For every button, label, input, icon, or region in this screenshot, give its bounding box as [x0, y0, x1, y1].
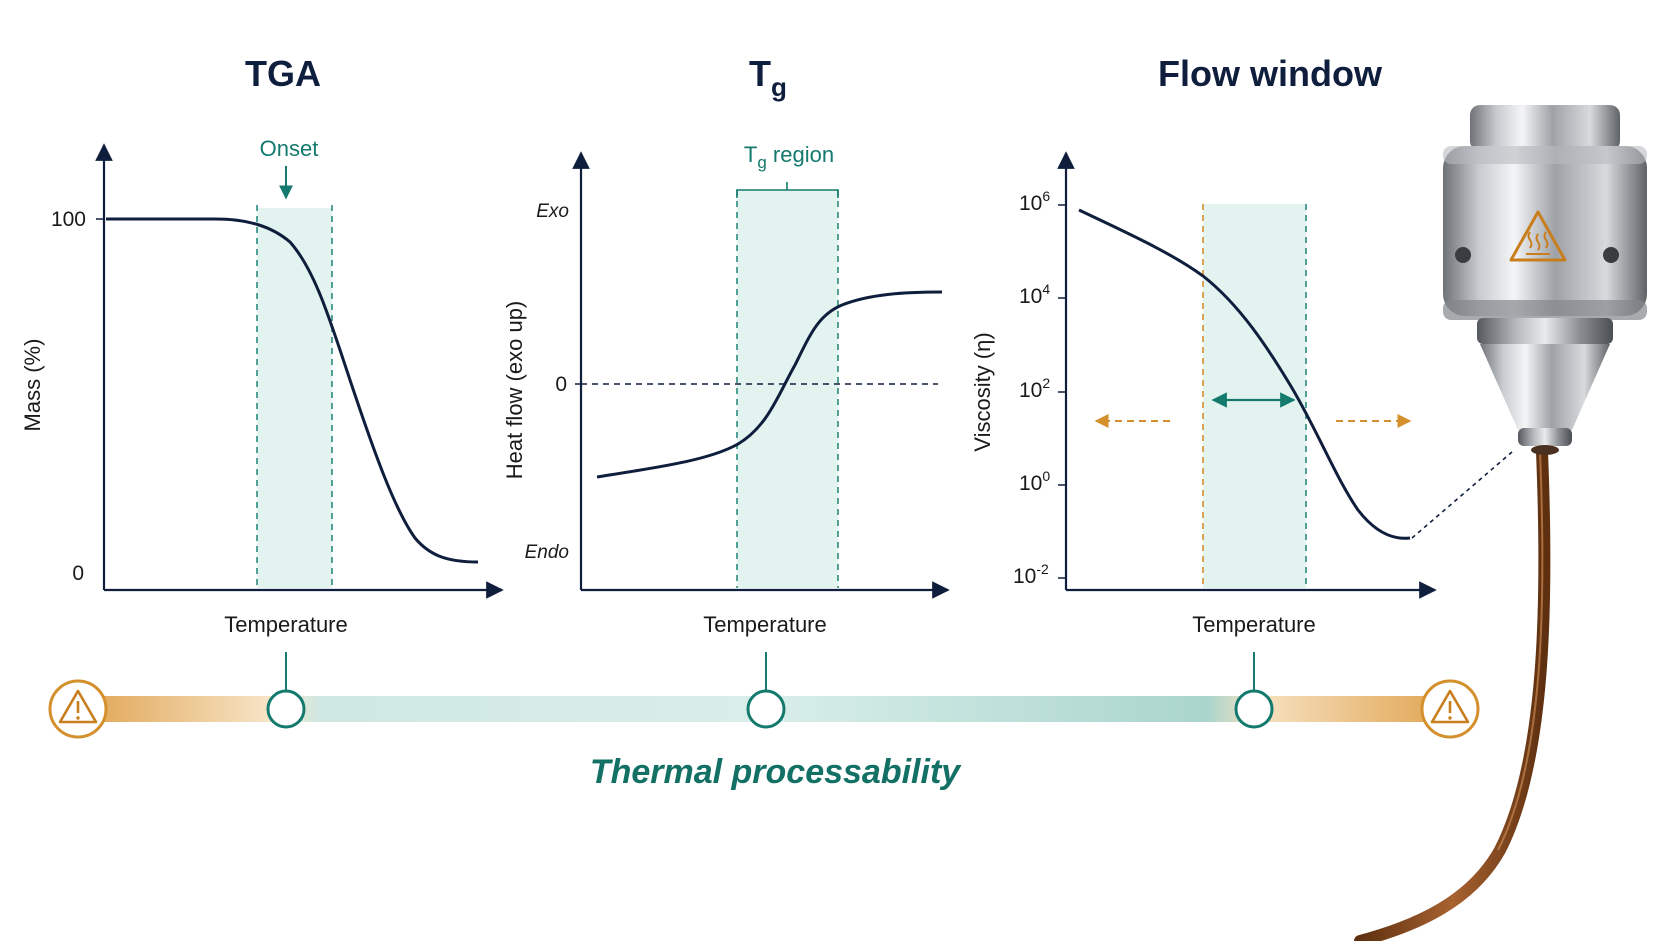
tg-panel: Tg Tg region Exo 0 Endo Heat flow (exo u… — [502, 53, 950, 637]
warning-icon — [48, 679, 108, 739]
flow-ytick-1e4: 104 — [1019, 281, 1050, 308]
nozzle-connector-line — [1411, 451, 1513, 539]
flow-title: Flow window — [1158, 53, 1383, 94]
tga-x-label: Temperature — [224, 612, 348, 637]
flow-ytick-1e-2: 10-2 — [1013, 561, 1049, 588]
tg-y-label: Heat flow (exo up) — [502, 301, 527, 480]
flow-panel: Flow window 106 104 102 100 10-2 Viscosi… — [970, 53, 1513, 637]
flow-x-label: Temperature — [1192, 612, 1316, 637]
tg-region-label: Tg region — [744, 142, 834, 172]
onset-label: Onset — [260, 136, 319, 161]
extruder-nozzle-illustration — [1354, 105, 1647, 941]
heat-warning-icon — [1509, 210, 1567, 262]
tg-title: Tg — [749, 53, 787, 102]
flow-y-label: Viscosity (η) — [970, 332, 995, 451]
tga-y-label: Mass (%) — [20, 339, 45, 432]
nozzle-body — [1443, 146, 1647, 316]
flow-ytick-1e2: 102 — [1019, 375, 1050, 402]
tg-marker — [746, 689, 786, 729]
tga-panel: TGA Onset 100 0 Mass (%) Temperature — [20, 53, 504, 637]
flow-ytick-1e0: 100 — [1019, 468, 1050, 495]
banner-title: Thermal processability — [590, 753, 962, 791]
tga-ytick-0: 0 — [72, 562, 84, 585]
flow-ytick-1e6: 106 — [1019, 188, 1050, 215]
tg-ytick-exo: Exo — [536, 201, 569, 222]
body-screw-left — [1455, 247, 1471, 263]
warning-icon — [1420, 679, 1480, 739]
nozzle-cap — [1470, 105, 1620, 151]
tg-ytick-0: 0 — [555, 373, 567, 396]
nozzle-tip — [1518, 428, 1572, 446]
tg-title-sub: g — [771, 72, 787, 102]
tg-region — [737, 190, 838, 588]
tga-title: TGA — [245, 53, 321, 94]
tg-bracket — [736, 182, 839, 198]
processability-bar: Thermal processability — [48, 652, 1480, 791]
nozzle-collar — [1477, 318, 1613, 344]
filament-strand — [1354, 446, 1551, 941]
flow-y-ticks: 106 104 102 100 10-2 — [1013, 188, 1066, 588]
nozzle-cone — [1480, 344, 1610, 430]
flow-window-region — [1203, 204, 1306, 588]
tga-mass-curve — [106, 217, 479, 564]
tga-marker — [266, 689, 306, 729]
tg-heatflow-curve — [596, 290, 943, 479]
onset-region — [257, 208, 332, 588]
tg-x-label: Temperature — [703, 612, 827, 637]
tg-title-main: T — [749, 53, 771, 94]
body-screw-right — [1603, 247, 1619, 263]
flow-viscosity-curve — [1078, 208, 1411, 540]
tga-ytick-100: 100 — [51, 208, 86, 231]
tg-ytick-endo: Endo — [525, 542, 569, 563]
flow-marker — [1234, 689, 1274, 729]
